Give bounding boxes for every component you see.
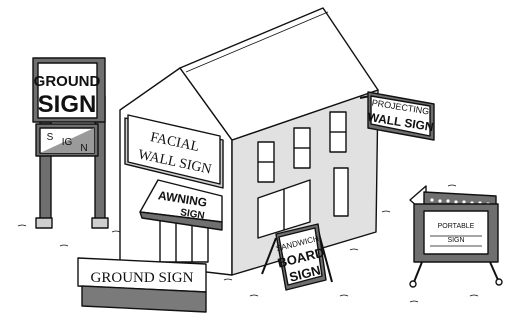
post-subsign-top: S (47, 132, 54, 143)
portable-wheel-right (496, 279, 502, 285)
left-post-base (36, 218, 52, 228)
side-door (334, 168, 348, 216)
portable-wheel-left (410, 281, 416, 287)
portable-leg-left (414, 262, 422, 282)
portable-leg-right (490, 262, 498, 280)
ground-sign-post: GROUND SIGN S IG N (33, 58, 108, 228)
portable-sign: PORTABLE SIGN (410, 186, 502, 287)
ground-sign-monument: GROUND SIGN (78, 258, 206, 312)
post-subsign-bottom: N (80, 143, 87, 154)
right-post-base (92, 218, 108, 228)
portable-sign-line2: SIGN (447, 237, 464, 244)
portable-sign-line1: PORTABLE (438, 223, 475, 230)
post-sign-line2: SIGN (38, 91, 97, 118)
monument-sign-label: GROUND SIGN (91, 270, 194, 286)
post-subsign-mid: IG (62, 137, 73, 148)
portable-sign-panel (424, 211, 488, 254)
post-sign-line1: GROUND (34, 73, 101, 90)
